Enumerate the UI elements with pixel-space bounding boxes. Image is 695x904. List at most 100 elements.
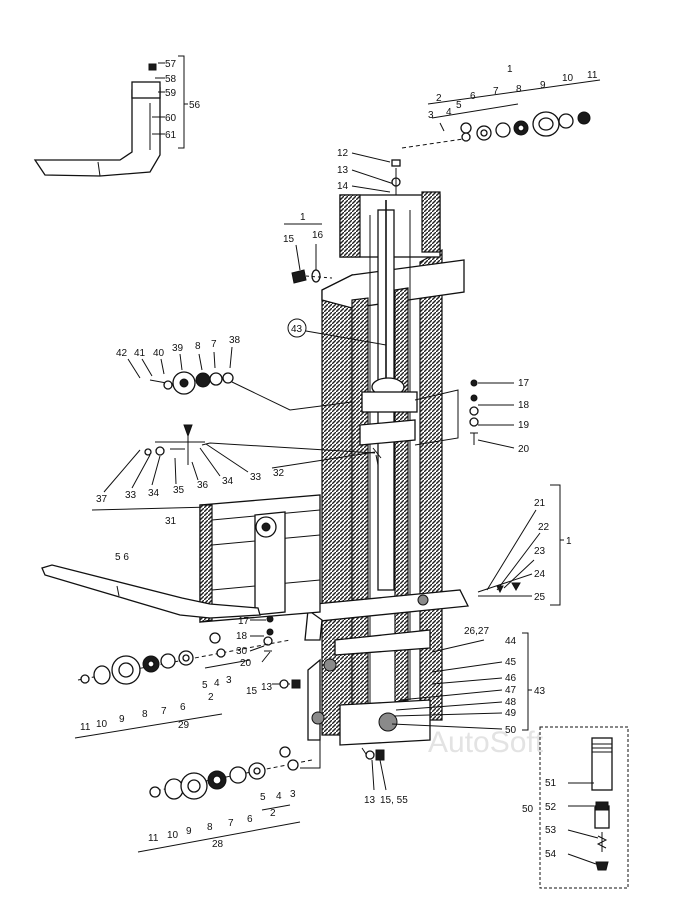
callout-34-a: 34: [148, 488, 160, 499]
callout-17-lower: 17: [238, 616, 250, 627]
fastener-group-15-13: [272, 679, 301, 689]
callout-43-circle: [287, 318, 307, 338]
callout-23: 23: [534, 546, 546, 557]
callout-31: 31: [165, 516, 177, 527]
callout-52: 52: [545, 802, 557, 813]
callout-26-27: 26,27: [464, 626, 489, 637]
callout-10-mid: 10: [96, 719, 108, 730]
top-bolt-group: [351, 152, 401, 198]
callout-36: 36: [197, 480, 209, 491]
callout-59: 59: [165, 88, 177, 99]
callout-7-top: 7: [493, 86, 499, 97]
callout-30: 30: [236, 646, 248, 657]
callout-19: 19: [518, 420, 530, 431]
callout-53: 53: [545, 825, 557, 836]
callout-18-right: 18: [518, 400, 530, 411]
callout-14: 14: [337, 181, 349, 192]
callout-56: 56: [189, 100, 201, 111]
callout-9-top: 9: [540, 80, 546, 91]
callout-33-a: 33: [125, 490, 137, 501]
callout-9-lower: 9: [186, 826, 192, 837]
callout-3-mid: 3: [226, 675, 232, 686]
callout-11-lower: 11: [148, 833, 159, 844]
chain-anchor-group: [91, 424, 376, 511]
callout-11-top: 11: [587, 70, 598, 81]
callout-20-lower: 20: [240, 658, 252, 669]
roller-group-28: [137, 740, 321, 853]
callout-50-inset: 50: [522, 804, 534, 815]
inset-cylinder-detail: [539, 726, 629, 889]
callout-44: 44: [505, 636, 517, 647]
callout-40: 40: [153, 348, 165, 359]
callout-8-top: 8: [516, 84, 522, 95]
callout-21: 21: [534, 498, 546, 509]
callout-2-top: 2: [436, 93, 442, 104]
callout-10-top: 10: [562, 73, 574, 84]
callout-32: 32: [273, 468, 285, 479]
callout-56-fork: 5 6: [115, 552, 129, 563]
callout-7-bottom: 7: [228, 818, 234, 829]
callout-15-55: 15, 55: [380, 795, 408, 806]
callout-18-lower: 18: [236, 631, 248, 642]
callout-2-lower: 2: [270, 808, 276, 819]
callout-49: 49: [505, 708, 517, 719]
callout-41: 41: [134, 348, 146, 359]
callout-4-mid: 4: [214, 678, 220, 689]
callout-51: 51: [545, 778, 557, 789]
callout-45: 45: [505, 657, 517, 668]
callout-6-top: 6: [470, 91, 476, 102]
callout-37: 37: [96, 494, 108, 505]
callout-28: 28: [212, 839, 224, 850]
callout-13-bottom: 13: [364, 795, 376, 806]
callout-15-lower: 15: [246, 686, 258, 697]
fastener-group-15-16: [284, 223, 333, 284]
fork-detail-group: [33, 55, 188, 177]
roller-group-29: [74, 632, 291, 739]
callout-60: 60: [165, 113, 177, 124]
callout-13-lower: 13: [261, 682, 273, 693]
right-bolt-group: [477, 484, 564, 606]
callout-1-top: 1: [507, 64, 513, 75]
side-roller-group: [127, 346, 353, 411]
callout-5-mid: 5: [202, 680, 208, 691]
callout-46: 46: [505, 673, 517, 684]
callout-13-top: 13: [337, 165, 349, 176]
callout-43-right: 43: [534, 686, 546, 697]
watermark: AutoSoft: [428, 726, 544, 759]
callout-24: 24: [534, 569, 546, 580]
top-roller-group: [401, 79, 601, 149]
lower-fastener-group: [249, 615, 274, 663]
callout-6-mid: 6: [180, 702, 186, 713]
callout-61: 61: [165, 130, 177, 141]
mast-assembly: [304, 191, 470, 746]
callout-47: 47: [505, 685, 517, 696]
callout-5-top: 5: [456, 100, 462, 111]
callout-7-mid: 7: [211, 339, 217, 350]
right-fastener-group: [414, 379, 515, 449]
callout-16: 16: [312, 230, 324, 241]
callout-39: 39: [172, 343, 184, 354]
callout-48: 48: [505, 697, 517, 708]
callout-9-mid: 9: [119, 714, 125, 725]
callout-8-bottom: 8: [207, 822, 213, 833]
callout-38: 38: [229, 335, 241, 346]
callout-20-right: 20: [518, 444, 530, 455]
callout-34-b: 34: [222, 476, 234, 487]
callout-54: 54: [545, 849, 557, 860]
callout-1-left: 1: [300, 212, 306, 223]
callout-33-b: 33: [250, 472, 262, 483]
callout-58: 58: [165, 74, 177, 85]
callout-17-right: 17: [518, 378, 530, 389]
callout-1-right: 1: [566, 536, 572, 547]
fastener-group-13-15-55: [361, 747, 387, 791]
callout-25: 25: [534, 592, 546, 603]
callout-8-lower: 8: [142, 709, 148, 720]
callout-6-lower: 6: [247, 814, 253, 825]
callout-57: 57: [165, 59, 177, 70]
hydraulic-group-43: [391, 632, 532, 731]
callout-4-top: 4: [446, 107, 452, 118]
callout-7-lower: 7: [161, 706, 167, 717]
callout-22: 22: [538, 522, 550, 533]
callout-2-mid: 2: [208, 692, 214, 703]
